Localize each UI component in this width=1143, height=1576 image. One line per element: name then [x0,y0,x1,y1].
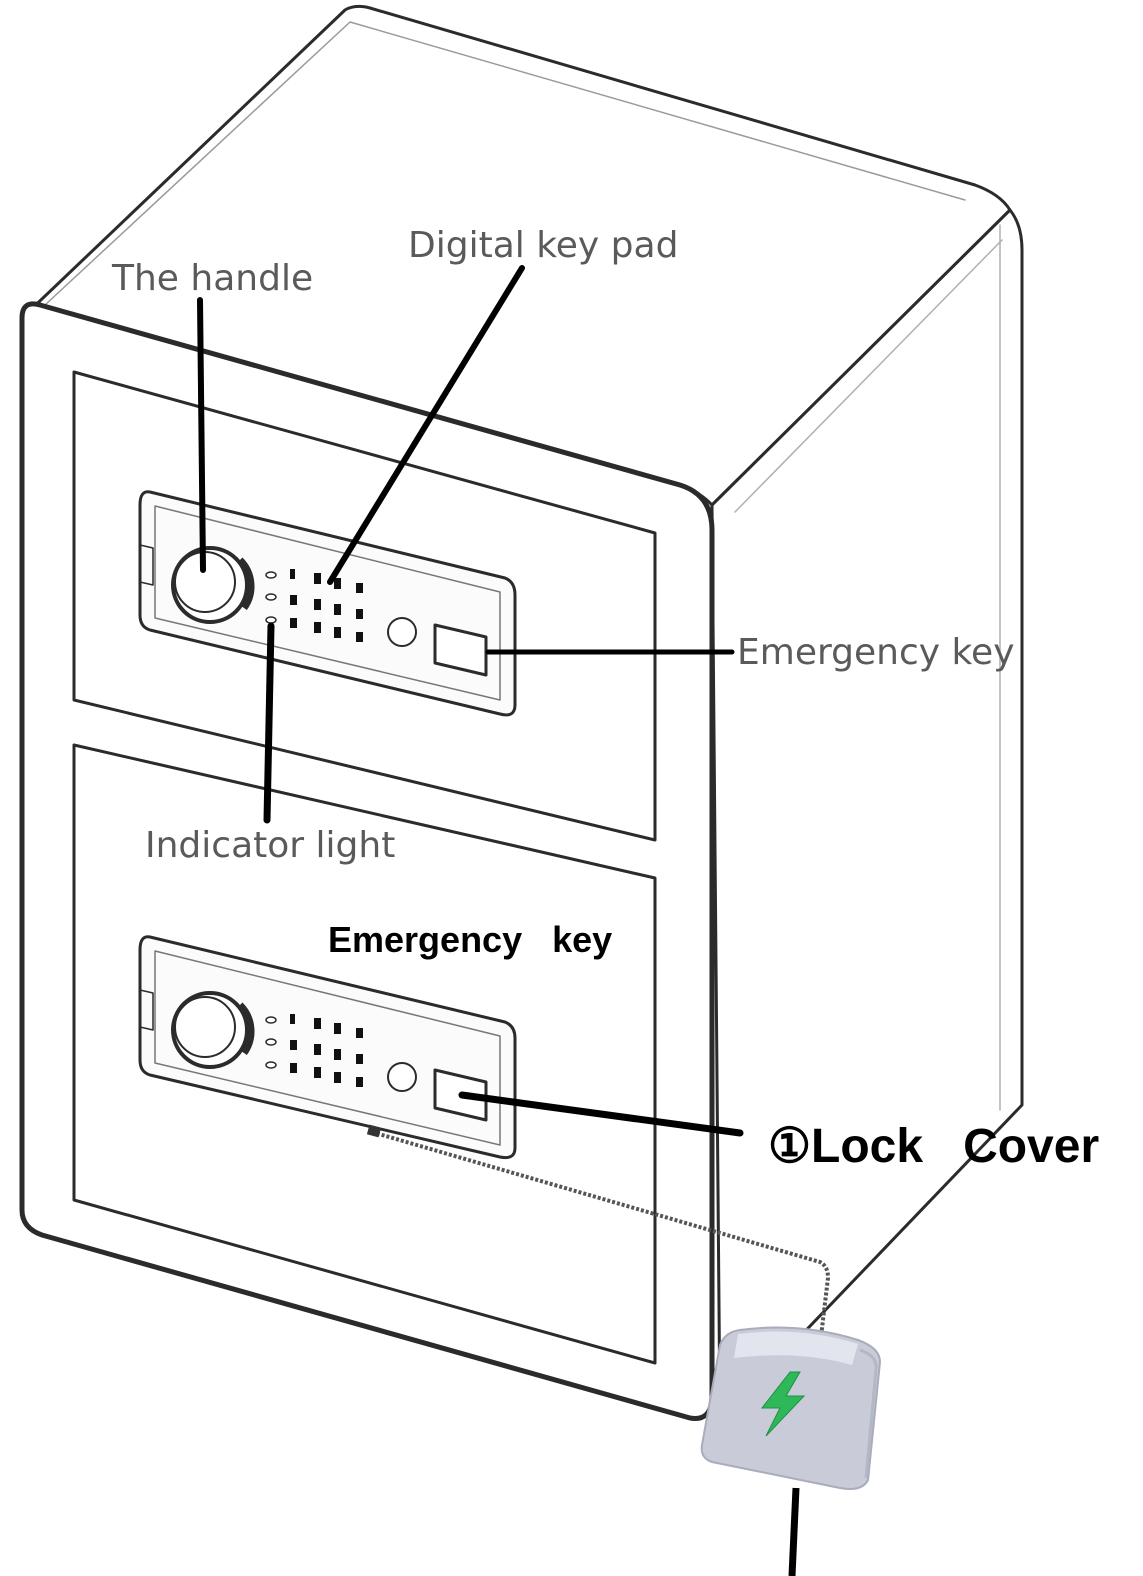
lower-keypad-keys [290,1014,363,1087]
indicator-leader-line [263,622,275,824]
lower-handle-knob [171,991,255,1069]
upper-handle-knob [171,546,255,624]
lock-cover-leader-line [458,1091,744,1137]
upper-round-button [387,617,417,647]
label-emergency-key-top: Emergency key [737,632,1015,673]
lock-cover-box [700,1326,882,1490]
label-indicator-light: Indicator light [145,825,395,866]
keypad-leader-line [327,265,525,585]
lightning-bolt-icon [760,1371,806,1437]
label-emergency-key-bottom: Emergency key [328,919,612,960]
handle-leader-line [197,297,206,573]
label-the-handle: The handle [111,258,313,299]
lower-round-button [387,1062,417,1092]
upper-emergency-key-slot [433,623,488,677]
upper-door-panel [72,370,657,842]
label-lock-cover: ①Lock Cover [768,1120,1099,1173]
leader-lines [197,265,744,1137]
lower-cable [788,1487,800,1576]
lower-lock-panel [138,935,517,1160]
safe-body [19,4,1024,1422]
upper-indicator-lights [265,571,277,624]
upper-lock-panel [138,490,517,717]
lower-door-panel [72,743,657,1365]
lower-indicator-lights [265,1016,277,1069]
battery-cable [371,1130,831,1346]
safe-right-face [710,208,1024,1422]
label-digital-key-pad: Digital key pad [408,225,678,266]
upper-keypad-keys [290,569,363,642]
